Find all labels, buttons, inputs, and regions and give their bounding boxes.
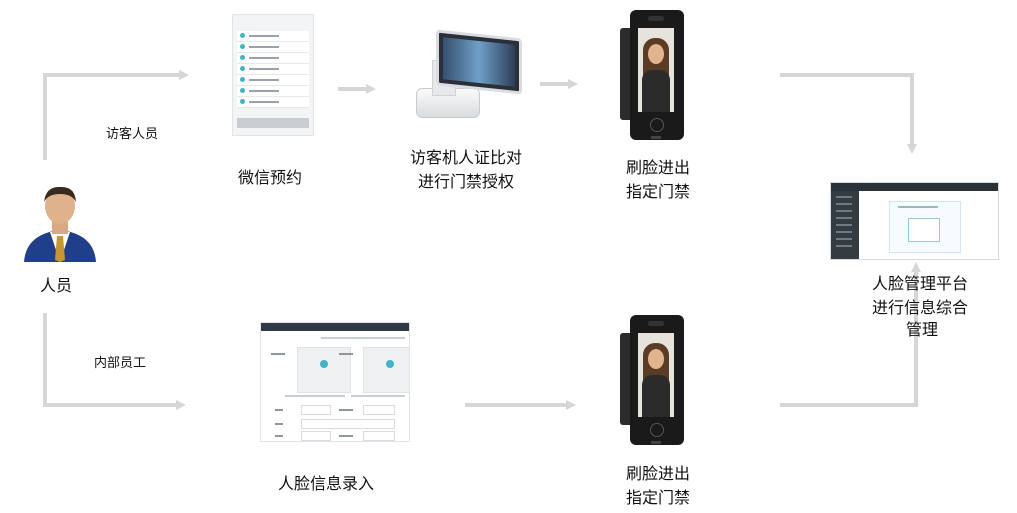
entry-step-label: 人脸信息录入 [278, 474, 375, 493]
management-platform-screenshot [830, 182, 999, 260]
arrow-terminal-to-platform-top [780, 73, 917, 154]
arrow-person-to-wechat [43, 70, 189, 160]
platform-label-3: 管理 [906, 320, 939, 339]
arrow-person-to-entry [43, 313, 186, 410]
platform-label-2: 进行信息综合 [872, 298, 969, 317]
wechat-step-label: 微信预约 [238, 168, 303, 187]
face-entry-form-screenshot [260, 322, 410, 442]
arrow-terminal-to-platform-bottom [780, 262, 921, 407]
face-terminal-bottom [620, 315, 684, 445]
face-bottom-label-1: 刷脸进出 [626, 464, 691, 483]
person-avatar-icon [20, 182, 100, 262]
face-bottom-label-2: 指定门禁 [626, 488, 691, 507]
kiosk-step-label-2: 进行门禁授权 [418, 172, 515, 191]
visitor-branch-label: 访客人员 [106, 127, 159, 142]
kiosk-step-label-1: 访客机人证比对 [410, 148, 523, 167]
face-terminal-top [620, 10, 684, 140]
wechat-booking-screenshot [232, 14, 314, 136]
person-label: 人员 [40, 276, 73, 295]
face-top-label-2: 指定门禁 [626, 182, 691, 201]
face-top-label-1: 刷脸进出 [626, 158, 691, 177]
employee-branch-label: 内部员工 [94, 356, 147, 371]
screenshot-header [233, 15, 313, 31]
platform-label-1: 人脸管理平台 [872, 274, 969, 293]
